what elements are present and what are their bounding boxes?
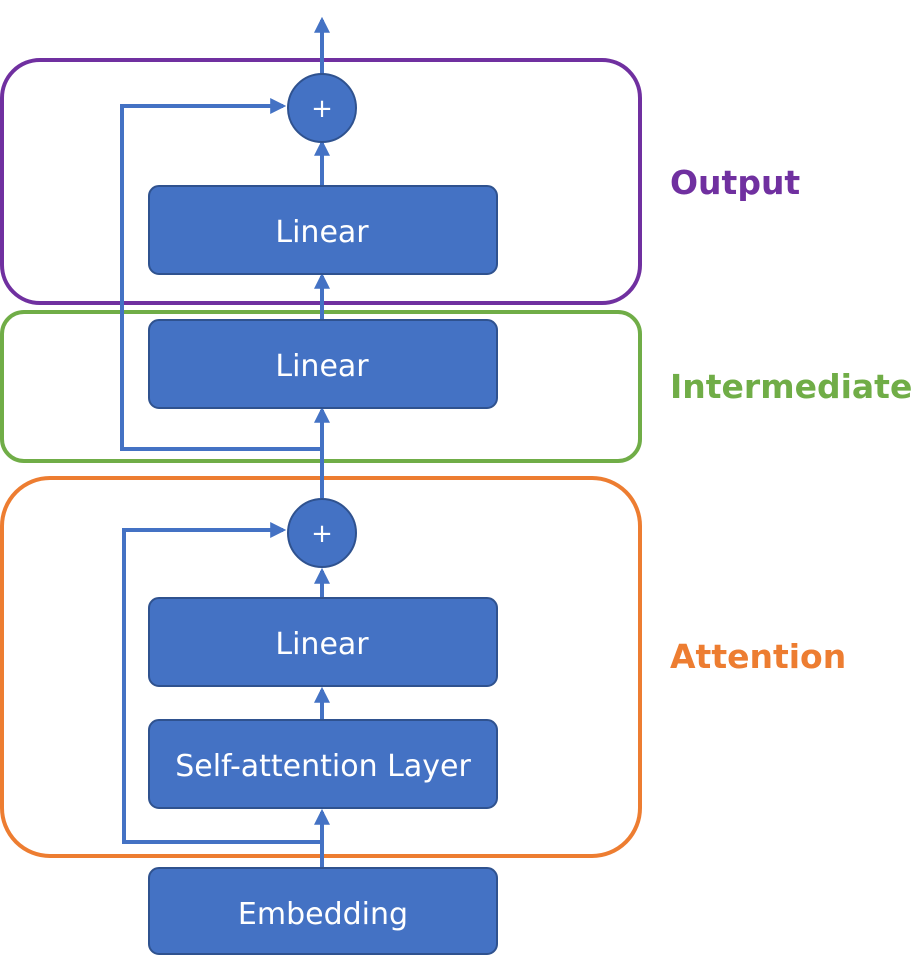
self-attention-label: Self-attention Layer [175,749,471,784]
intermediate-linear-block [148,319,498,409]
output-section-label: Output [670,163,800,202]
flow-arrows [120,16,330,868]
residual-output-skip [120,98,322,451]
intermediate-section-label: Intermediate [670,367,912,406]
output-add-label: + [311,94,333,124]
output-linear-label: Linear [275,215,369,250]
self-attention-block [148,719,498,809]
attention-linear-label: Linear [275,627,369,662]
output-linear-block [148,185,498,275]
attention-add-label: + [311,519,333,549]
embedding-block [148,867,498,955]
attention-section-label: Attention [670,637,846,676]
attention-add-node [287,498,357,568]
output-add-node [287,73,357,143]
intermediate-linear-label: Linear [275,349,369,384]
residual-attention-skip [122,522,322,844]
attention-linear-block [148,597,498,687]
embedding-label: Embedding [238,897,408,932]
